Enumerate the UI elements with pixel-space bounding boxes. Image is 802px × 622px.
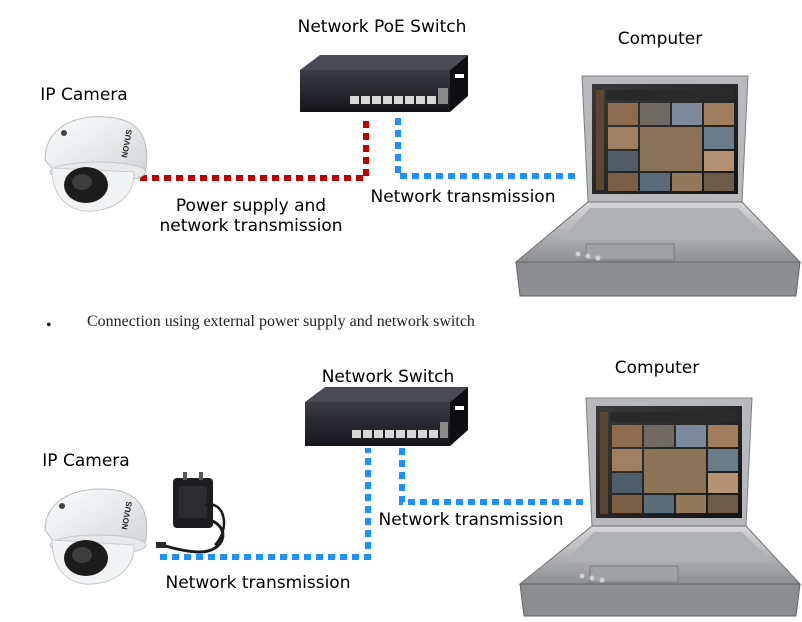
computer-label-bottom: Computer (615, 358, 700, 378)
network-connection-line-computer (399, 448, 584, 505)
ip-camera-device-top: NOVUS (44, 116, 148, 212)
bullet-text: Connection using external power supply a… (87, 313, 475, 330)
power-network-label-line2: network transmission (159, 216, 342, 236)
network-transmission-label-top: Network transmission (371, 187, 556, 207)
switch-label-top: Network PoE Switch (298, 17, 467, 37)
laptop-device-bottom (518, 397, 802, 617)
switch-label-bottom: Network Switch (322, 367, 455, 387)
video-grid-bottom (600, 412, 738, 514)
camera-label-top: IP Camera (40, 85, 127, 105)
network-connection-line-camera (160, 448, 371, 560)
poe-switch-device (300, 55, 468, 112)
camera-label-bottom: IP Camera (42, 451, 129, 471)
bullet-dot-icon: • (46, 317, 52, 334)
network-transmission-label-computer: Network transmission (379, 510, 564, 530)
power-adapter-device (156, 472, 226, 554)
video-grid-top (596, 90, 734, 191)
poe-connection-line (140, 118, 369, 181)
network-connection-line-top (395, 118, 580, 179)
network-switch-device (305, 387, 468, 446)
power-network-label-line1: Power supply and (176, 196, 326, 216)
network-transmission-label-camera: Network transmission (166, 573, 351, 593)
ip-camera-device-bottom: NOVUS (44, 488, 148, 585)
computer-label-top: Computer (618, 29, 703, 49)
laptop-device-top (514, 75, 802, 297)
